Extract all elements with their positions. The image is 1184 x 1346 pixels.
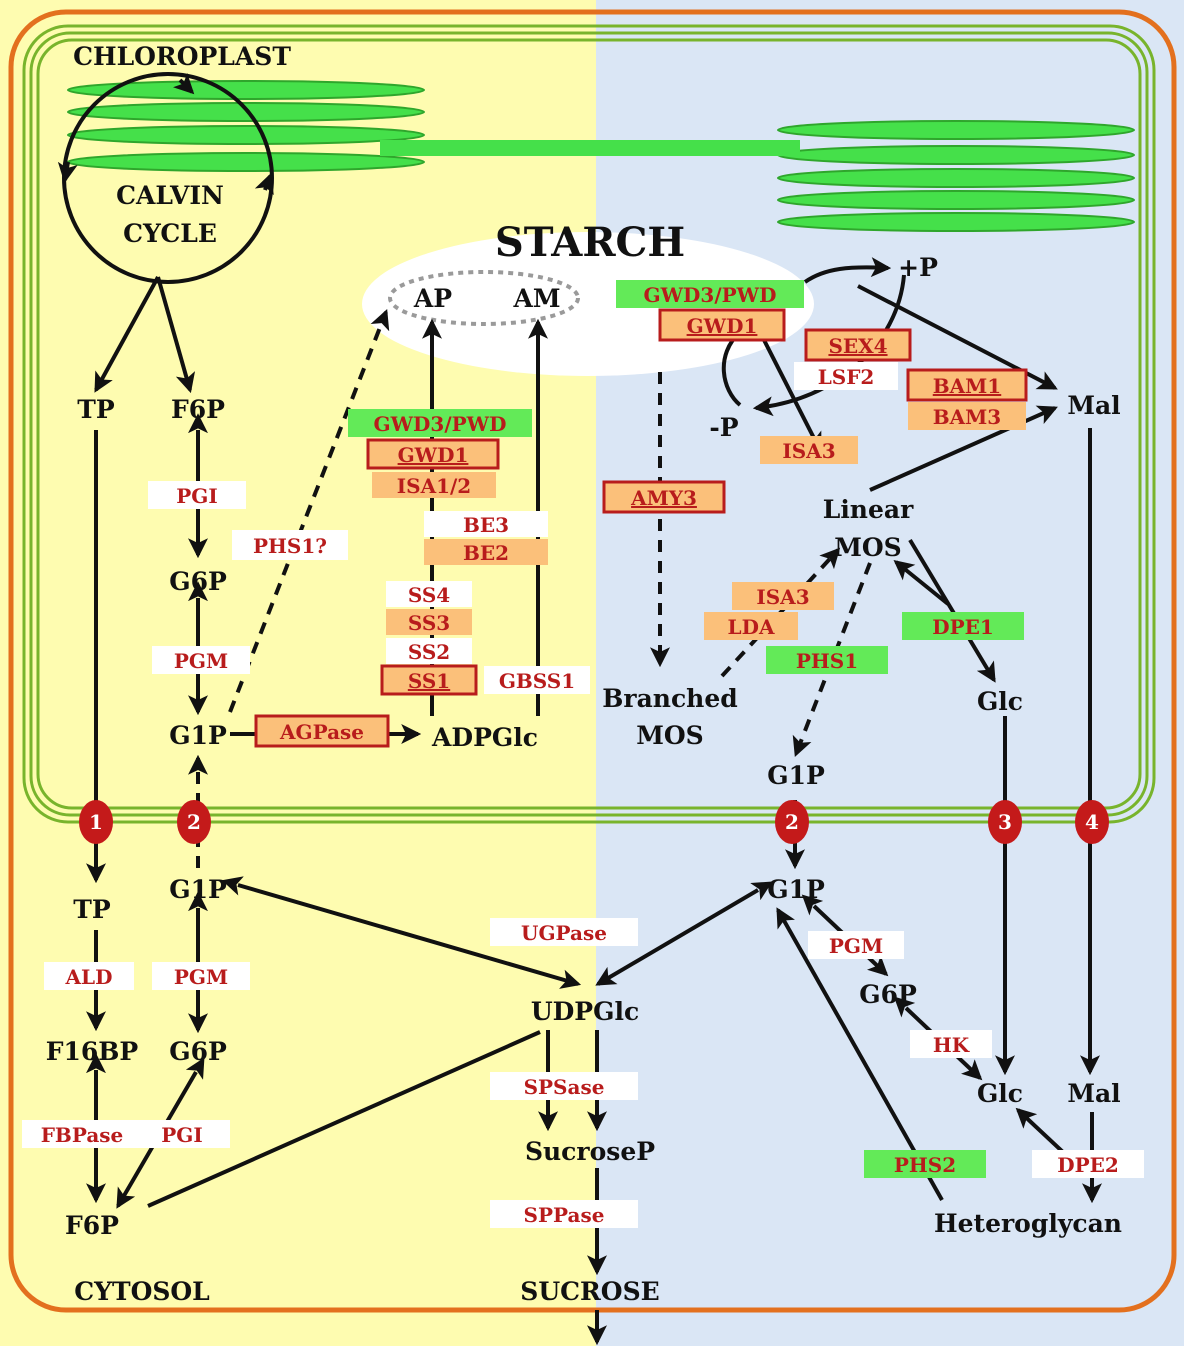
enzyme-ugpase: UGPase <box>521 921 607 945</box>
g1p-cytosol-right: G1P <box>767 875 825 904</box>
linear-mos-1: Linear <box>823 495 914 524</box>
enzyme-isa3-mid: ISA3 <box>756 585 809 609</box>
cytosol-label: CYTOSOL <box>74 1277 210 1306</box>
branched-mos-2: MOS <box>636 721 704 750</box>
starch-title: STARCH <box>495 219 685 266</box>
calvin-cycle: CALVIN CYCLE <box>57 72 274 284</box>
glucose-chloroplast: Glc <box>977 687 1023 716</box>
enzyme-lsf2: LSF2 <box>818 365 875 389</box>
enzyme-pgi-chloroplast: PGI <box>176 484 217 508</box>
cell-membrane <box>8 9 1177 1313</box>
enzyme-ss3: SS3 <box>408 611 450 635</box>
metabolites: TP F6P G6P G1P ADPGlc Branched MOS Linea… <box>46 253 1122 1306</box>
glucose-cytosol: Glc <box>977 1079 1023 1108</box>
g6p-chloroplast: G6P <box>169 567 227 596</box>
g6p-cytosol-right: G6P <box>859 980 917 1009</box>
enzyme-bam3: BAM3 <box>933 405 1001 429</box>
phosphorylation-plus-p: +P <box>898 253 938 282</box>
enzyme-amy3: AMY3 <box>630 486 697 510</box>
transporters: 1 2 2 3 4 <box>79 800 1109 844</box>
maltose-cytosol: Mal <box>1067 1079 1120 1108</box>
calvin-label-2: CYCLE <box>123 219 217 248</box>
enzyme-fbpase: FBPase <box>41 1123 124 1147</box>
enzyme-ald: ALD <box>65 965 113 989</box>
linear-mos-2: MOS <box>834 533 902 562</box>
enzyme-gwd3-pwd-left: GWD3/PWD <box>374 412 507 436</box>
thylakoid-stacks <box>67 80 1135 232</box>
g1p-chloroplast-right: G1P <box>767 761 825 790</box>
enzyme-be2: BE2 <box>463 541 509 565</box>
enzyme-phs2: PHS2 <box>894 1153 956 1177</box>
transporter-4: 4 <box>1085 810 1099 834</box>
enzyme-ss4: SS4 <box>408 583 450 607</box>
enzyme-gwd1-right: GWD1 <box>687 314 758 338</box>
branched-mos-1: Branched <box>602 684 737 713</box>
tp-chloroplast: TP <box>77 395 115 424</box>
chloroplast-label: CHLOROPLAST <box>73 42 291 71</box>
g1p-cytosol: G1P <box>169 875 227 904</box>
sucrose: SUCROSE <box>520 1277 659 1306</box>
transporter-1: 1 <box>89 810 103 834</box>
amylopectin-label: AP <box>413 284 452 313</box>
enzyme-hk: HK <box>933 1033 970 1057</box>
enzyme-sex4: SEX4 <box>828 334 887 358</box>
enzyme-be3: BE3 <box>463 513 509 537</box>
enzyme-ss1: SS1 <box>408 669 450 693</box>
enzyme-isa3-top: ISA3 <box>782 439 835 463</box>
transporter-2-right: 2 <box>785 810 799 834</box>
enzyme-gbss1: GBSS1 <box>499 669 575 693</box>
tp-cytosol: TP <box>73 895 111 924</box>
enzyme-labels: PGI PGM PHS1? AGPase GWD3/PWD GWD1 ISA1/… <box>22 280 1144 1228</box>
f16bp-cytosol: F16BP <box>46 1037 139 1066</box>
enzyme-sppase: SPPase <box>524 1203 605 1227</box>
enzyme-pgm-cytosol-right: PGM <box>829 934 883 958</box>
enzyme-pgi-cytosol: PGI <box>161 1123 202 1147</box>
chloroplast-membrane <box>22 24 1156 824</box>
heteroglycan: Heteroglycan <box>934 1209 1122 1238</box>
f6p-chloroplast: F6P <box>171 395 225 424</box>
enzyme-bam1: BAM1 <box>933 374 1001 398</box>
enzyme-spsase: SPSase <box>524 1075 605 1099</box>
adpglc: ADPGlc <box>431 723 538 752</box>
sucrose-phosphate: SucroseP <box>525 1137 655 1166</box>
enzyme-gwd3-pwd-right: GWD3/PWD <box>644 283 777 307</box>
enzyme-dpe2: DPE2 <box>1057 1153 1119 1177</box>
f6p-cytosol: F6P <box>65 1211 119 1240</box>
transporter-2-left: 2 <box>187 810 201 834</box>
enzyme-phs1: PHS1 <box>796 649 858 673</box>
enzyme-gwd1-left: GWD1 <box>398 443 469 467</box>
g6p-cytosol: G6P <box>169 1037 227 1066</box>
calvin-label-1: CALVIN <box>116 181 224 210</box>
enzyme-agpase: AGPase <box>279 720 364 744</box>
g1p-chloroplast: G1P <box>169 721 227 750</box>
phosphorylation-minus-p: -P <box>709 413 738 442</box>
enzyme-phs1-question: PHS1? <box>253 534 327 558</box>
enzyme-pgm-cytosol: PGM <box>174 965 228 989</box>
transporter-3: 3 <box>998 810 1012 834</box>
enzyme-lda: LDA <box>728 615 775 639</box>
udpglc: UDPGlc <box>531 997 639 1026</box>
enzyme-ss2: SS2 <box>408 640 450 664</box>
enzyme-pgm-chloroplast: PGM <box>174 649 228 673</box>
amylose-label: AM <box>512 284 560 313</box>
maltose-chloroplast: Mal <box>1067 391 1120 420</box>
enzyme-dpe1: DPE1 <box>932 615 994 639</box>
enzyme-isa1-2: ISA1/2 <box>397 474 471 498</box>
